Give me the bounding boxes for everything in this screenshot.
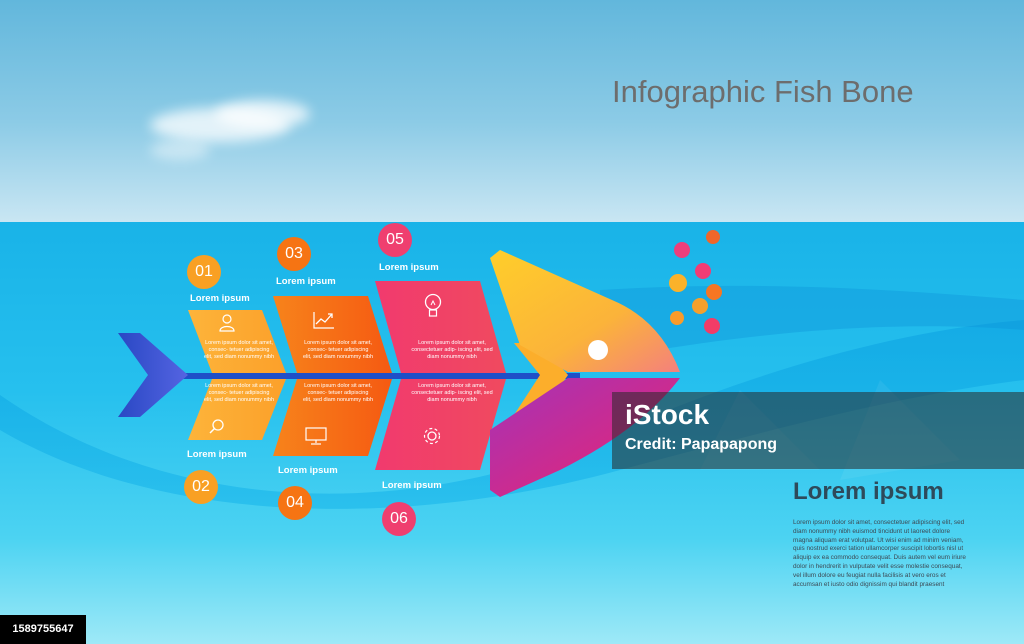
fish-spine <box>180 373 580 379</box>
page-title: Infographic Fish Bone <box>612 74 914 109</box>
bubble <box>669 274 687 292</box>
step-text-02: Lorem ipsum dolor sit amet, consec- tetu… <box>204 383 275 403</box>
bubble <box>706 230 720 244</box>
bubble <box>695 263 711 279</box>
watermark-credit: Credit: Papapapong <box>625 436 778 453</box>
lightbulb-icon <box>424 293 442 317</box>
bubbles <box>669 230 722 334</box>
bone-block-01 <box>188 310 286 373</box>
cloud <box>215 100 310 128</box>
step-label-03: Lorem ipsum <box>276 276 336 287</box>
bubble <box>674 242 690 258</box>
step-number-01: 01 <box>187 255 221 289</box>
bone-block-04 <box>273 379 392 456</box>
step-label-04: Lorem ipsum <box>278 465 338 476</box>
monitor-icon <box>305 427 327 445</box>
step-number-03: 03 <box>277 237 311 271</box>
bubble <box>692 298 708 314</box>
bubble <box>670 311 684 325</box>
search-icon <box>209 419 224 434</box>
bubble <box>706 284 722 300</box>
cloud <box>150 140 210 160</box>
step-text-06: Lorem ipsum dolor sit amet, consectetuer… <box>411 383 493 403</box>
step-number-06: 06 <box>382 502 416 536</box>
step-text-05: Lorem ipsum dolor sit amet, consectetuer… <box>411 340 493 360</box>
fish-head-top <box>490 250 680 372</box>
watermark-banner <box>612 392 1024 469</box>
bone-block-06 <box>375 379 506 470</box>
gear-icon <box>423 427 441 445</box>
step-text-03: Lorem ipsum dolor sit amet, consec- tetu… <box>303 340 374 360</box>
user-icon <box>219 314 235 332</box>
step-number-05: 05 <box>378 223 412 257</box>
bubble <box>704 318 720 334</box>
step-number-04: 04 <box>278 486 312 520</box>
step-label-06: Lorem ipsum <box>382 480 442 491</box>
watermark-brand: iStock <box>625 399 710 430</box>
side-body-text: Lorem ipsum dolor sit amet, consectetuer… <box>793 519 966 588</box>
step-number-02: 02 <box>184 470 218 504</box>
step-label-05: Lorem ipsum <box>379 262 439 273</box>
fish-eye <box>588 340 608 360</box>
step-text-04: Lorem ipsum dolor sit amet, consec- tetu… <box>303 383 374 403</box>
stock-id-badge: 1589755647 <box>0 615 86 644</box>
fish-tail <box>118 333 188 417</box>
chart-icon <box>313 312 334 329</box>
bone-block-03 <box>273 296 392 373</box>
step-text-01: Lorem ipsum dolor sit amet, consec- tetu… <box>204 340 275 360</box>
side-title: Lorem ipsum <box>793 478 944 505</box>
bone-block-05 <box>375 281 506 373</box>
step-label-02: Lorem ipsum <box>187 449 247 460</box>
step-label-01: Lorem ipsum <box>190 293 250 304</box>
sky-background <box>0 0 1024 222</box>
